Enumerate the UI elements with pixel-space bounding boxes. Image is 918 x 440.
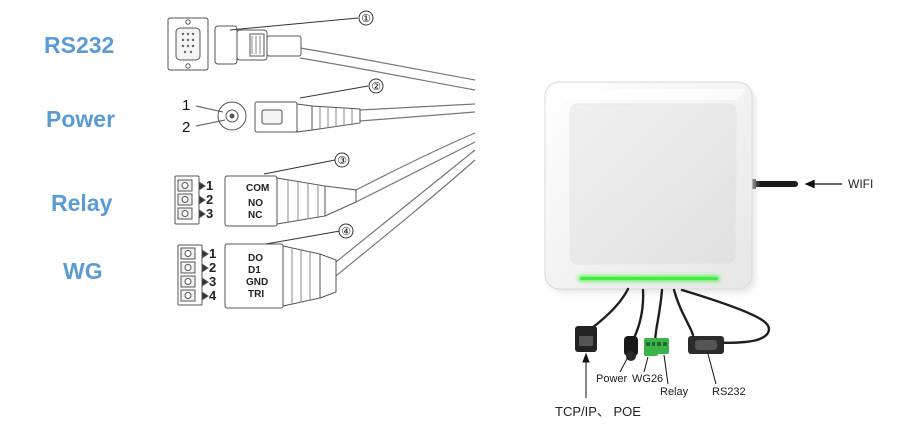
callout-markers	[334, 10, 384, 239]
device-power-label: Power	[596, 373, 628, 385]
device-cables	[590, 287, 771, 345]
rj45-connector	[575, 326, 597, 352]
power-dc-jack-drawing	[195, 101, 361, 133]
callout-4: ④	[341, 226, 351, 238]
relay-pin-no: NO	[248, 198, 263, 209]
rs232-db9-connector-drawing	[167, 17, 302, 71]
wg-pin-tri: TRI	[248, 289, 264, 300]
relay-terminal-block-drawing	[174, 175, 357, 227]
power-pin-1: 1	[182, 97, 190, 114]
relay-green-terminal-block	[655, 338, 669, 354]
device-relay-label: Relay	[660, 386, 689, 398]
schematic-cables	[299, 47, 476, 285]
relay-label: Relay	[51, 190, 113, 216]
reader-front-panel	[569, 103, 737, 265]
relay-pin-nc: NC	[248, 210, 262, 221]
power-label: Power	[46, 106, 116, 132]
callout-1: ①	[361, 13, 371, 25]
wg-terminal-3: 3	[209, 274, 216, 289]
wg-label: WG	[63, 258, 103, 284]
device-wg26-label: WG26	[632, 373, 663, 385]
wg-pin-d1: D1	[248, 265, 261, 276]
callout-2: ②	[371, 81, 381, 93]
callouts	[229, 17, 369, 245]
wg-terminal-2: 2	[209, 260, 216, 275]
device-label-pointers	[582, 352, 717, 398]
device-power-plug	[624, 336, 638, 361]
wifi-arrow	[804, 179, 842, 189]
relay-terminal-2: 2	[206, 192, 213, 207]
relay-terminal-3: 3	[206, 206, 213, 221]
wifi-label: WIFI	[848, 177, 873, 191]
device-rs232-label: RS232	[712, 386, 746, 398]
wg-terminal-4: 4	[209, 288, 217, 303]
wg-pin-do: DO	[248, 253, 263, 264]
relay-pin-com: COM	[246, 183, 269, 194]
rs232-label: RS232	[44, 32, 115, 58]
device-tcpip-label: TCP/IP、 POE	[555, 404, 641, 419]
wg26-terminal-block	[644, 338, 658, 356]
device-db9-connector	[688, 336, 724, 354]
power-pin-2: 2	[182, 119, 190, 136]
callout-3: ③	[337, 155, 347, 167]
relay-terminal-1: 1	[206, 178, 213, 193]
wg-terminal-1: 1	[209, 246, 216, 261]
wg-pin-gnd: GND	[246, 277, 268, 288]
led-indicator	[580, 277, 718, 280]
wg-terminal-block-drawing	[177, 243, 337, 309]
